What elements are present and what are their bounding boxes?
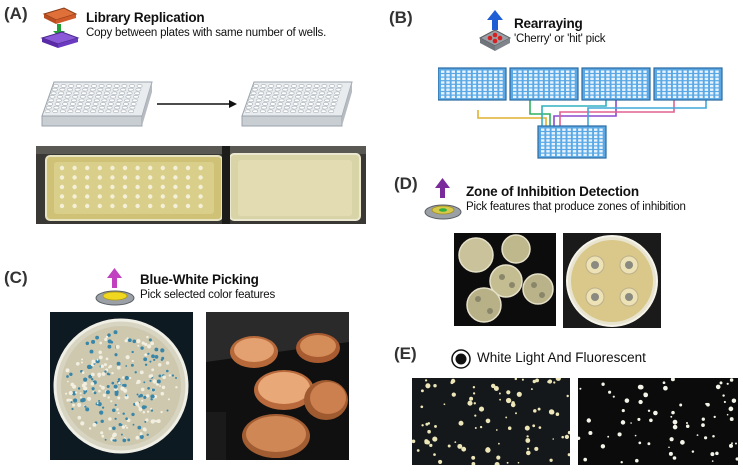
white-light-radio-icon bbox=[451, 349, 471, 369]
blue-white-icon bbox=[94, 268, 136, 308]
rearraying-gripper-icon bbox=[478, 10, 512, 52]
library-replication-icon bbox=[40, 6, 80, 50]
replication-arrow bbox=[157, 99, 237, 109]
panel-d-title: Zone of Inhibition Detection bbox=[466, 184, 639, 199]
panel-a-label: (A) bbox=[4, 4, 28, 23]
panel-d-subtitle: Pick features that produce zones of inhi… bbox=[466, 201, 686, 213]
rearray-diagram bbox=[438, 66, 734, 160]
panel-e-label: (E) bbox=[394, 344, 417, 363]
zone-single-petri-photo bbox=[563, 233, 661, 328]
panel-c-label: (C) bbox=[4, 268, 28, 287]
white-light-colonies-photo bbox=[412, 378, 570, 465]
panel-b-subtitle: 'Cherry' or 'hit' pick bbox=[514, 33, 606, 45]
panel-e-title: White Light And Fluorescent bbox=[477, 350, 646, 365]
zone-inhibition-icon bbox=[423, 178, 463, 222]
panel-d-label: (D) bbox=[394, 174, 418, 193]
panel-a-title: Library Replication bbox=[86, 10, 205, 25]
fluorescent-colonies-photo bbox=[578, 378, 738, 465]
panel-a-subtitle: Copy between plates with same number of … bbox=[86, 27, 327, 39]
zone-plates-photo bbox=[454, 233, 556, 326]
microplate-destination bbox=[240, 80, 355, 132]
panel-b-label: (B) bbox=[389, 8, 413, 27]
panel-c-title: Blue-White Picking bbox=[140, 272, 259, 287]
panel-b-title: Rearraying bbox=[514, 16, 583, 31]
microplate-source bbox=[40, 80, 155, 132]
panel-c-subtitle: Pick selected color features bbox=[140, 289, 276, 301]
blue-white-petri-photo bbox=[50, 312, 193, 460]
copper-plates-photo bbox=[206, 312, 349, 460]
agar-tray-photo bbox=[36, 146, 366, 224]
